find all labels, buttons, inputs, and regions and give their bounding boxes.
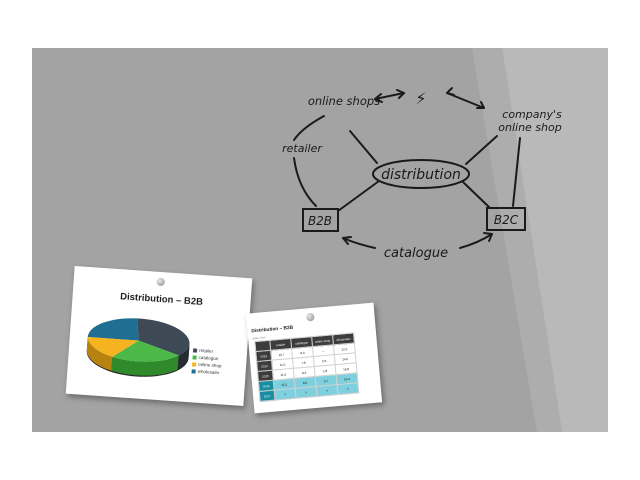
table-printout: Distribution – B2B sales, Euro retailer … xyxy=(245,302,383,414)
magnet-icon xyxy=(306,312,315,322)
glass-reflection xyxy=(472,48,608,432)
distribution-label: distribution xyxy=(381,167,461,183)
pie-chart-3d xyxy=(86,318,190,377)
line-retailer-online-shops xyxy=(293,115,325,141)
b2c-label: B2C xyxy=(494,213,519,227)
retailer-label: retailer xyxy=(282,142,323,155)
pie-slice-online-shop xyxy=(87,337,139,357)
legend-item: wholesaler xyxy=(191,367,221,376)
pie-chart-printout: Distribution – B2B retailer catalogue on… xyxy=(65,265,253,407)
arrow-catalogue-b2b xyxy=(342,237,376,249)
line-distribution-online-shops xyxy=(349,130,378,164)
line-b2c-company-shop xyxy=(512,137,521,207)
lightning-icon: ⚡ xyxy=(415,89,426,108)
pie-legend: retailer catalogue online shop wholesale… xyxy=(191,346,222,376)
pie-slice-retailer xyxy=(137,318,190,356)
distribution-sketch: distribution B2B B2C online shops compan… xyxy=(282,87,562,261)
b2c-box xyxy=(486,207,526,231)
b2b-label: B2B xyxy=(308,214,332,228)
company-online-shop-line1: company's xyxy=(502,108,562,121)
line-distribution-b2b xyxy=(337,180,380,212)
pie-slice-wholesaler xyxy=(87,318,139,341)
company-online-shop-line2: online shop xyxy=(498,121,561,134)
catalogue-label: catalogue xyxy=(384,246,448,261)
arrow-catalogue-b2c xyxy=(459,233,493,249)
arrow-online-shops-lightning xyxy=(374,92,405,100)
online-shops-label: online shops xyxy=(308,94,380,108)
b2b-box xyxy=(302,208,339,232)
magnet-icon xyxy=(156,277,166,287)
distribution-table: retailer catalogue online shop wholesale… xyxy=(254,332,359,402)
distribution-ellipse xyxy=(372,159,470,189)
line-distribution-b2c xyxy=(462,181,491,209)
table-title: Distribution – B2B xyxy=(251,325,294,335)
line-retailer-b2b xyxy=(293,157,317,207)
pie-slice-catalogue xyxy=(112,340,179,362)
line-distribution-company-shop xyxy=(465,135,498,165)
